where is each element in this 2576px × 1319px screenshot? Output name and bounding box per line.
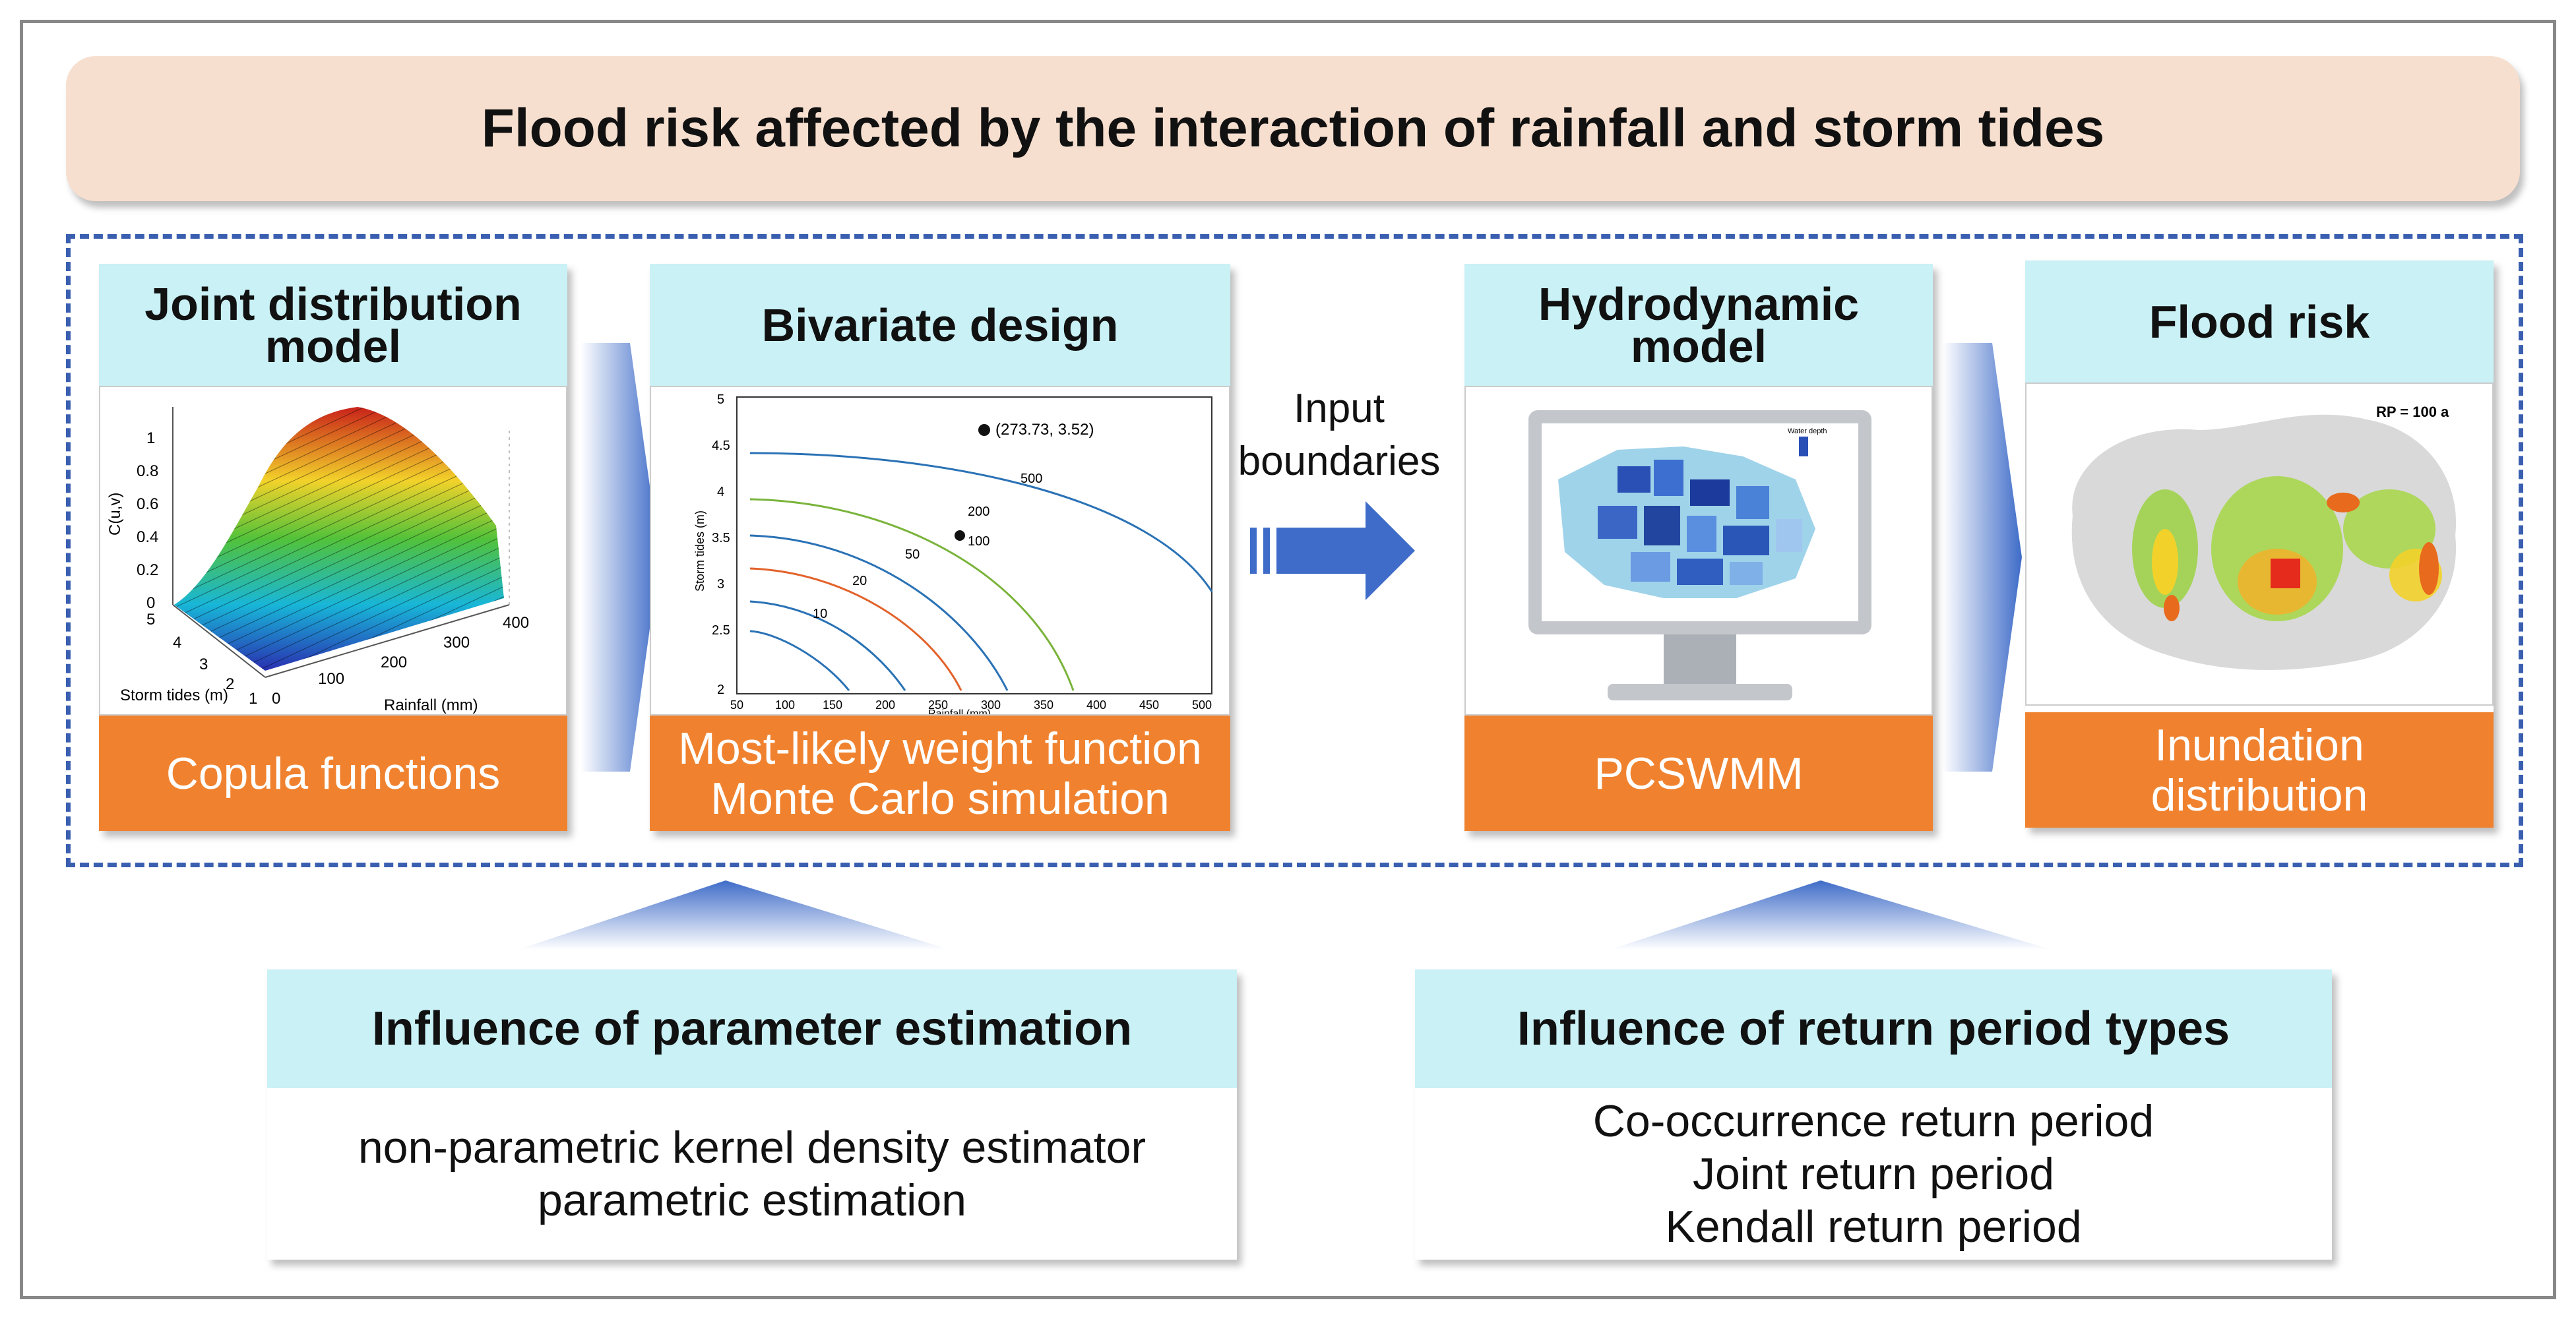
return-period-types: Co-occurrence return period Joint return… [1415,1088,2332,1260]
pcswmm-label: PCSWMM [1594,748,1804,799]
y-axis-label: Storm tides (m) [693,510,707,592]
contour-label: 50 [905,547,920,562]
input-label-line-2: boundaries [1238,439,1441,484]
y-tick: 5 [717,392,724,407]
upward-arrow-left [518,880,950,950]
z-tick: 0.6 [137,495,158,513]
contour-label: 200 [968,505,990,519]
x-tick: 100 [775,698,795,712]
y-tick: 4.5 [712,439,730,453]
most-likely-weight-label: Most-likely weight function [678,723,1202,774]
y-tick: 2 [717,683,724,697]
inundation-map: RP = 100 a [2025,383,2494,706]
x-tick: 50 [730,698,743,712]
parameter-estimation-header: Influence of parameter estimation [267,969,1237,1088]
parameter-estimation-box: Influence of parameter estimation non-pa… [267,969,1237,1260]
y-tick: 2 [226,675,234,693]
y-axis-label: Storm tides (m) [120,687,228,704]
x-tick: 300 [981,698,1001,712]
x-tick: 200 [381,654,407,671]
x-tick: 250 [928,698,948,712]
kernel-density-label: non-parametric kernel density estimator [358,1122,1147,1173]
copula-surface-svg: 1 0.8 0.6 0.4 0.2 0 C(u,v) 5 4 3 2 1 Sto… [106,407,529,714]
input-label-line-1: Input [1294,386,1385,431]
hydrodynamic-model-panel: Hydrodynamic model W [1464,264,1933,831]
x-tick: 0 [272,690,280,708]
z-tick: 0.8 [137,462,158,480]
inundation-hotspots [2132,476,2442,621]
input-boundaries-label: Input boundaries [1227,383,1451,488]
x-tick: 300 [443,634,470,652]
z-tick: 1 [146,429,155,447]
z-tick: 0.2 [137,561,158,579]
page-title: Flood risk affected by the interaction o… [481,98,2105,158]
inundation-map-svg: RP = 100 a [2071,404,2457,670]
x-tick: 500 [1192,698,1212,712]
z-tick: 0 [146,594,155,612]
x-tick: 100 [318,670,344,688]
input-arrow-icon [1250,501,1415,600]
chevron-arrow-2 [1943,343,2022,772]
y-tick: 3.5 [712,531,730,545]
co-occurrence-label: Co-occurrence return period [1592,1096,2154,1146]
hydrodynamic-model-header: Hydrodynamic model [1464,264,1933,386]
return-period-header: Influence of return period types [1415,969,2332,1088]
y-tick: 3 [717,577,724,592]
catchment-map [1558,446,1815,598]
x-tick: 400 [1086,698,1106,712]
bivariate-contour-plot: (273.73, 3.52) 500 200 100 50 20 10 5 4.… [650,386,1230,716]
contour-label: 10 [813,607,827,621]
x-axis-label: Rainfall (mm) [384,696,478,714]
flood-risk-header: Flood risk [2025,261,2494,383]
bivariate-design-footer: Most-likely weight function Monte Carlo … [650,716,1230,831]
y-tick: 5 [146,611,155,629]
x-tick: 200 [875,698,895,712]
x-axis-label: Rainfall (mm) [928,708,991,716]
map-legend-label: Water depth [1788,427,1827,435]
bivariate-contour-svg: (273.73, 3.52) 500 200 100 50 20 10 5 4.… [693,392,1213,716]
outer-frame [20,20,2556,1299]
joint-return-label: Joint return period [1692,1149,2055,1199]
y-tick: 2.5 [712,623,730,638]
bivariate-design-panel: Bivariate design (273.73, 3.52) 500 200 … [650,264,1230,831]
flood-risk-footer: Inundation distribution [2025,712,2494,828]
upward-arrow-right [1610,880,2052,950]
joint-distribution-footer: Copula functions [99,716,567,831]
contour-label: 20 [852,574,867,588]
y-tick: 3 [199,656,208,673]
z-axis-label: C(u,v) [106,493,124,536]
x-tick: 350 [1034,698,1053,712]
copula-functions-label: Copula functions [166,748,501,799]
return-period-box: Influence of return period types Co-occu… [1415,969,2332,1260]
y-tick: 4 [717,485,724,499]
title-banner: Flood risk affected by the interaction o… [66,56,2520,201]
distribution-label: distribution [2151,770,2368,820]
z-tick: 0.4 [137,528,158,546]
x-tick: 450 [1139,698,1159,712]
joint-distribution-panel: Joint distribution model [99,264,567,831]
parametric-estimation-label: parametric estimation [537,1175,967,1225]
return-period-label: RP = 100 a [2376,404,2449,420]
y-tick: 4 [173,634,181,652]
joint-distribution-header: Joint distribution model [99,264,567,386]
y-tick: 1 [249,690,257,708]
x-tick: 400 [503,614,529,632]
copula-surface-plot: 1 0.8 0.6 0.4 0.2 0 C(u,v) 5 4 3 2 1 Sto… [99,386,567,716]
kendall-return-label: Kendall return period [1665,1202,2082,1252]
monte-carlo-label: Monte Carlo simulation [710,773,1170,824]
design-point-label: (273.73, 3.52) [995,421,1094,439]
monitor-svg: Water depth [1528,410,1871,700]
hydrodynamic-model-footer: PCSWMM [1464,716,1933,831]
workflow-dashed-box [66,234,2523,867]
x-tick: 150 [823,698,842,712]
flood-risk-panel: Flood risk RP = 100 a Inundation distrib… [2025,261,2494,828]
chevron-arrow-1 [581,343,660,772]
bivariate-design-header: Bivariate design [650,264,1230,386]
computer-monitor-illustration: Water depth [1464,386,1933,716]
parameter-estimation-methods: non-parametric kernel density estimator … [267,1088,1237,1260]
contour-label: 500 [1021,472,1042,486]
contour-label: 100 [968,534,990,549]
inundation-label: Inundation [2154,720,2364,770]
